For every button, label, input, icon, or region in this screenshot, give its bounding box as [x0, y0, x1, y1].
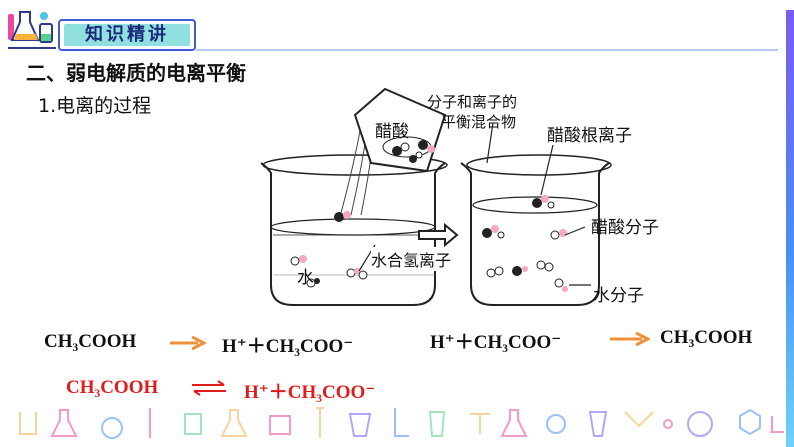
funnel-icon: [624, 411, 654, 428]
label-acetic-acid: 醋酸: [375, 122, 409, 142]
cylinder-icon: [428, 411, 446, 437]
label-mixture-line1: 分子和离子的: [427, 93, 518, 111]
section-title: 二、弱电解质的电离平衡: [26, 61, 246, 85]
forward-products: H⁺＋CH₃COO⁻: [222, 336, 354, 357]
left-beaker-molecules: [290, 211, 368, 288]
equilibrium-products: H⁺＋CH₃COO⁻: [244, 382, 376, 403]
cup-molecules: [392, 140, 435, 163]
stand-icon: [394, 408, 409, 437]
reverse-reactants: H⁺＋CH₃COO⁻: [430, 332, 562, 353]
section-badge-label: 知识精讲: [64, 24, 190, 46]
flask-icon: [50, 409, 78, 437]
ionization-diagram: 醋酸 分子和离子的 平衡混合物 醋酸根离子 醋酸分子 水合氢离子 水 水分子: [255, 85, 675, 317]
forward-reactant: CH₃COOH: [44, 331, 137, 352]
hexagon-icon: [739, 408, 761, 436]
label-water-molecule: 水分子: [593, 286, 644, 306]
header-divider: [196, 49, 778, 51]
round-flask-icon: [101, 417, 123, 439]
beakers-illustration: [260, 87, 612, 306]
molecule-icon: [663, 419, 673, 429]
label-acetic-acid-molecule: 醋酸分子: [591, 218, 659, 238]
label-acetate-ion: 醋酸根离子: [547, 126, 632, 146]
label-water: 水: [297, 268, 314, 288]
label-hydronium-ion: 水合氢离子: [371, 247, 452, 271]
right-beaker: [460, 154, 612, 306]
erlenmeyer-icon: [220, 409, 248, 437]
forward-arrow-icon: [170, 336, 206, 350]
process-arrow: [418, 222, 459, 248]
rack-icon: [770, 416, 784, 433]
cup-icon: [269, 415, 291, 435]
vial-icon: [588, 411, 608, 437]
label-mixture-line2: 平衡混合物: [441, 113, 517, 131]
mortar-icon: [348, 413, 372, 437]
beaker-icon: [19, 412, 37, 435]
right-beaker-molecules: [482, 195, 568, 292]
equilibrium-reactant: CH₃COOH: [66, 377, 159, 398]
right-accent-bar: [786, 10, 794, 447]
reverse-product: CH₃COOH: [660, 327, 753, 348]
burner-icon: [470, 413, 490, 434]
pipette-icon: [316, 407, 324, 438]
acetic-acid-cup: [353, 87, 447, 173]
section-subtitle: 1.电离的过程: [38, 95, 152, 117]
lab-equipment-strip: [19, 407, 784, 439]
equilibrium-arrow-icon: [192, 380, 226, 396]
reverse-arrow-icon: [610, 332, 650, 346]
chemistry-logo-icon: [8, 11, 56, 49]
atom-icon: [687, 411, 713, 437]
jar-icon: [184, 413, 202, 435]
flask-2-icon: [500, 409, 528, 437]
microscope-icon: [546, 414, 566, 434]
section-badge: 知识精讲: [58, 19, 196, 51]
